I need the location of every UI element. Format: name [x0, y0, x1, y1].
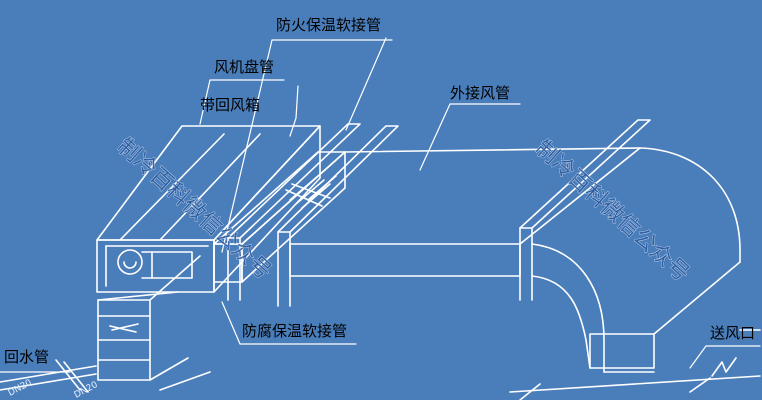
pipe-tag-2: DN20: [73, 380, 100, 400]
label-fire-hose: 防火保温软接管: [276, 16, 381, 34]
fan-icon: [117, 249, 193, 279]
label-supply-outlet: 送风口: [710, 324, 755, 342]
duct-flanges: [227, 119, 651, 307]
leader-lines: [0, 37, 761, 373]
duct-elbow: [531, 147, 741, 373]
label-fan-coil: 风机盘管: [214, 58, 274, 76]
flexible-connector: [213, 151, 346, 283]
water-pipes: [0, 255, 211, 393]
external-duct: [289, 147, 641, 277]
label-return-pipe: 回水管: [4, 348, 49, 366]
label-return-box: 带回风箱: [200, 96, 260, 114]
label-anti-corrosion-hose: 防腐保温软接管: [242, 322, 347, 340]
supply-outlet-grille: [509, 329, 761, 400]
label-ext-duct: 外接风管: [450, 84, 510, 102]
watermark-right: 制冷百科微信公众号: [530, 136, 694, 287]
fan-coil-unit: [96, 125, 321, 293]
